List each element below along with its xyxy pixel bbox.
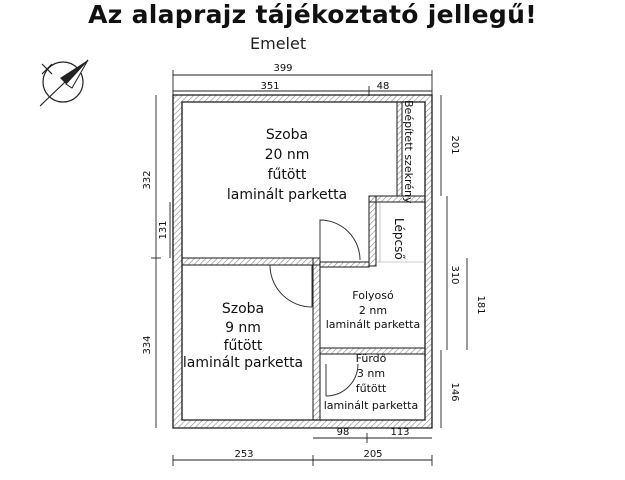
north-arrow-icon: [39, 59, 89, 107]
interior-walls: [181, 101, 426, 421]
floor-label: Emelet: [250, 34, 307, 53]
room-large-bedroom: Szoba 20 nm fűtött laminált parketta: [227, 127, 347, 203]
dim-right-upper: 201: [449, 135, 460, 154]
room-name: Folyosó: [352, 289, 394, 302]
room-heating: fűtött: [356, 382, 387, 395]
room-corridor: Folyosó 2 nm laminált parketta: [326, 289, 421, 331]
dim-right-inner: 181: [475, 295, 486, 314]
room-area: 2 nm: [359, 304, 387, 317]
dim-bottom-inner-b: 113: [390, 427, 409, 438]
room-area: 3 nm: [357, 367, 385, 380]
outer-walls: [172, 94, 433, 429]
dim-left-inner: 131: [158, 220, 169, 239]
room-floor: laminált parketta: [324, 399, 419, 412]
closet-label: Beépített szekrény: [402, 100, 415, 204]
stairs-label: Lépcső: [392, 218, 406, 260]
dim-left-upper: 332: [142, 170, 153, 189]
room-floor: laminált parketta: [326, 318, 421, 331]
room-name: Fürdő: [356, 352, 387, 365]
room-floor: laminált parketta: [183, 355, 303, 371]
dim-right-middle: 310: [449, 265, 460, 284]
room-name: Szoba: [266, 127, 308, 143]
room-floor: laminált parketta: [227, 187, 347, 203]
dim-top-room: 351: [260, 81, 279, 92]
room-small-bedroom: Szoba 9 nm fűtött laminált parketta: [183, 301, 303, 371]
room-name: Szoba: [222, 301, 264, 317]
dim-right-lower: 146: [449, 382, 460, 401]
dim-bottom-left: 253: [234, 449, 253, 460]
doors: [269, 219, 361, 397]
dim-bottom-right: 205: [363, 449, 382, 460]
room-area: 20 nm: [265, 147, 310, 163]
room-area: 9 nm: [225, 320, 261, 336]
dim-bottom-inner-a: 98: [337, 427, 350, 438]
room-heating: fűtött: [224, 338, 263, 354]
dim-top-closet: 48: [377, 81, 390, 92]
room-heating: fűtött: [268, 167, 307, 183]
dim-left-lower: 334: [142, 335, 153, 354]
room-bathroom: Fürdő 3 nm fűtött laminált parketta: [324, 352, 419, 412]
page-title: Az alaprajz tájékoztató jellegű!: [88, 0, 537, 29]
dim-top-total: 399: [273, 63, 292, 74]
dimension-lines: [151, 70, 468, 466]
staircase: [376, 202, 425, 263]
